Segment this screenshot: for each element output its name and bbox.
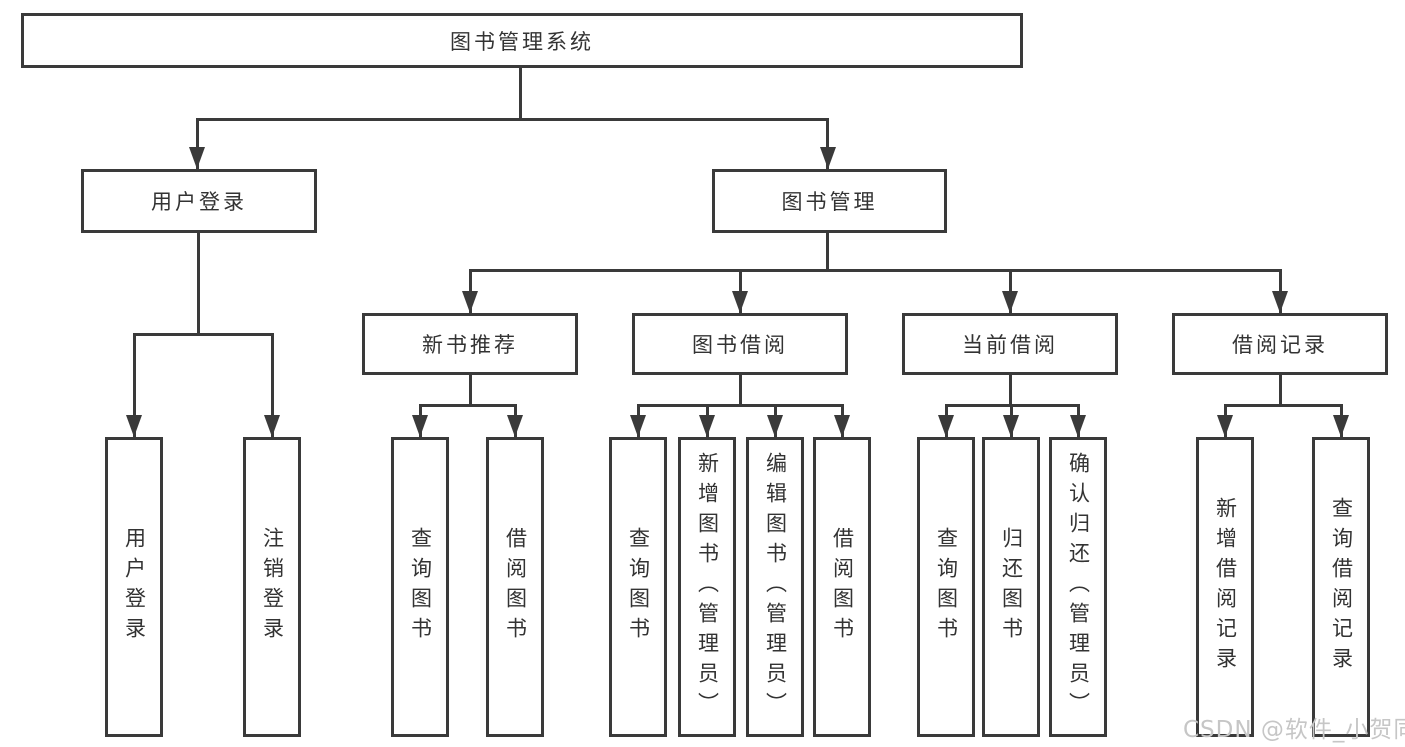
connector-arrow-down (1217, 415, 1233, 437)
node-new-book-recommend: 新书推荐 (362, 313, 578, 375)
connector-arrow-down (189, 147, 205, 169)
leaf-add-books-admin-label: 新增图书（管理员） (695, 452, 720, 722)
node-book-borrow: 图书借阅 (632, 313, 848, 375)
connector-arrow-down (1272, 291, 1288, 313)
leaf-borrow-books-recommend-label: 借阅图书 (503, 527, 528, 647)
leaf-add-borrow-record: 新增借阅记录 (1196, 437, 1254, 737)
node-book-borrow-label: 图书借阅 (692, 333, 788, 357)
connector-line (826, 118, 829, 169)
connector-line (196, 118, 829, 121)
node-book-management-label: 图书管理 (781, 190, 878, 214)
connector-arrow-down (126, 415, 142, 437)
node-borrow-records: 借阅记录 (1172, 313, 1388, 375)
connector-arrow-down (820, 147, 836, 169)
leaf-logout-label: 注销登录 (260, 527, 285, 647)
leaf-query-books-recommend-label: 查询图书 (408, 527, 433, 647)
connector-line (271, 333, 274, 437)
leaf-query-books-borrow: 查询图书 (609, 437, 667, 737)
leaf-user-login: 用户登录 (105, 437, 163, 737)
node-current-borrow-label: 当前借阅 (962, 333, 1058, 357)
connector-line (519, 68, 522, 121)
node-current-borrow: 当前借阅 (902, 313, 1118, 375)
leaf-return-books: 归还图书 (982, 437, 1040, 737)
connector-arrow-down (938, 415, 954, 437)
connector-arrow-down (462, 291, 478, 313)
leaf-return-books-label: 归还图书 (999, 527, 1024, 647)
connector-line (826, 233, 829, 272)
node-root-label: 图书管理系统 (450, 29, 594, 54)
leaf-borrow-books-label: 借阅图书 (830, 527, 855, 647)
leaf-edit-books-admin-label: 编辑图书（管理员） (763, 452, 788, 722)
leaf-confirm-return-admin: 确认归还（管理员） (1049, 437, 1107, 737)
node-root: 图书管理系统 (21, 13, 1023, 68)
leaf-logout: 注销登录 (243, 437, 301, 737)
node-user-login-label: 用户登录 (151, 190, 247, 214)
connector-line (1279, 375, 1282, 407)
leaf-user-login-label: 用户登录 (122, 527, 147, 647)
connector-line (637, 404, 844, 407)
connector-line (1224, 404, 1343, 407)
connector-line (739, 375, 742, 407)
leaf-query-books-borrow-label: 查询图书 (626, 527, 651, 647)
connector-line (133, 333, 274, 336)
leaf-query-borrow-record-label: 查询借阅记录 (1329, 497, 1354, 677)
leaf-query-books-current-label: 查询图书 (934, 527, 959, 647)
connector-arrow-down (1070, 415, 1086, 437)
connector-arrow-down (412, 415, 428, 437)
leaf-borrow-books-recommend: 借阅图书 (486, 437, 544, 737)
leaf-query-borrow-record: 查询借阅记录 (1312, 437, 1370, 737)
node-borrow-records-label: 借阅记录 (1232, 333, 1328, 357)
connector-arrow-down (507, 415, 523, 437)
connector-arrow-down (699, 415, 715, 437)
connector-line (197, 233, 200, 336)
connector-line (196, 118, 199, 169)
leaf-query-books-current: 查询图书 (917, 437, 975, 737)
connector-arrow-down (834, 415, 850, 437)
node-user-login: 用户登录 (81, 169, 317, 233)
connector-arrow-down (732, 291, 748, 313)
csdn-watermark: CSDN @软件_小贺同学 (1183, 717, 1405, 743)
connector-arrow-down (1002, 291, 1018, 313)
connector-arrow-down (630, 415, 646, 437)
connector-line (419, 404, 517, 407)
connector-arrow-down (1333, 415, 1349, 437)
leaf-confirm-return-admin-label: 确认归还（管理员） (1066, 452, 1091, 722)
leaf-query-books-recommend: 查询图书 (391, 437, 449, 737)
connector-arrow-down (264, 415, 280, 437)
node-book-management: 图书管理 (712, 169, 947, 233)
connector-line (1009, 375, 1012, 407)
connector-arrow-down (1003, 415, 1019, 437)
leaf-borrow-books: 借阅图书 (813, 437, 871, 737)
connector-line (133, 333, 136, 437)
leaf-add-borrow-record-label: 新增借阅记录 (1213, 497, 1238, 677)
leaf-edit-books-admin: 编辑图书（管理员） (746, 437, 804, 737)
leaf-add-books-admin: 新增图书（管理员） (678, 437, 736, 737)
connector-arrow-down (767, 415, 783, 437)
connector-line (469, 269, 1282, 272)
connector-line (469, 375, 472, 407)
node-new-book-recommend-label: 新书推荐 (422, 333, 518, 357)
